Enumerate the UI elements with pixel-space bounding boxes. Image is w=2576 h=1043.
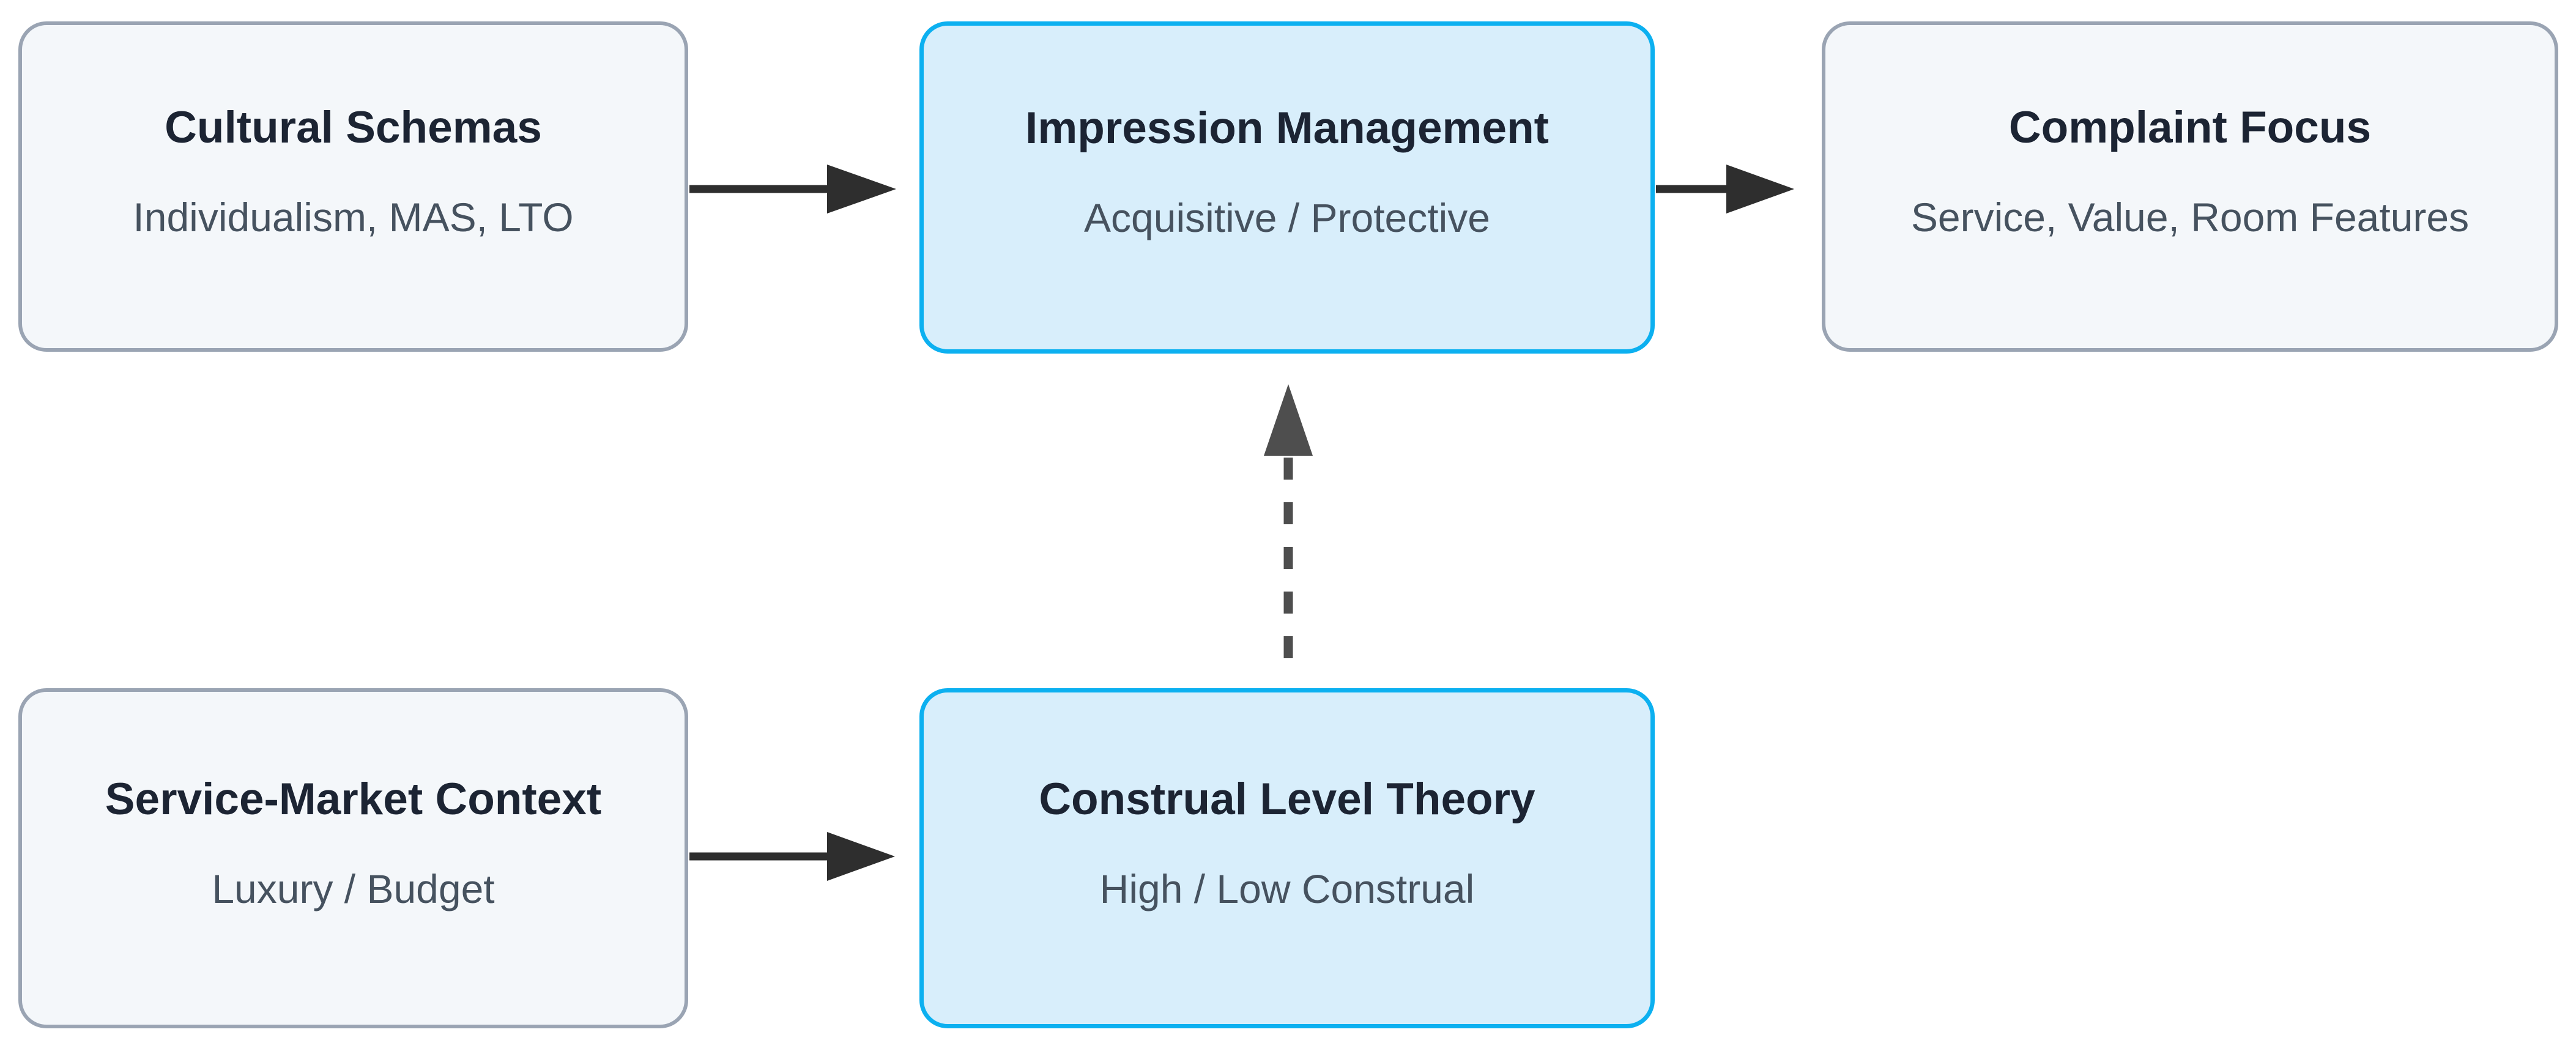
node-impression-management-title: Impression Management xyxy=(1025,103,1549,154)
node-construal-level-theory: Construal Level Theory High / Low Constr… xyxy=(919,688,1655,1028)
arrow-impression-to-complaint xyxy=(1656,165,1794,213)
node-construal-level-theory-subtitle: High / Low Construal xyxy=(1099,866,1475,911)
node-construal-level-theory-title: Construal Level Theory xyxy=(1039,774,1535,824)
node-impression-management-subtitle: Acquisitive / Protective xyxy=(1084,195,1490,241)
arrow-cultural-to-impression xyxy=(689,165,896,213)
node-service-market-context-title: Service-Market Context xyxy=(105,774,602,824)
node-complaint-focus-subtitle: Service, Value, Room Features xyxy=(1910,194,2470,240)
arrow-construal-to-impression-dashed xyxy=(1264,384,1313,658)
node-complaint-focus-title: Complaint Focus xyxy=(2008,102,2372,152)
arrow-servicemarket-to-construal xyxy=(689,832,895,881)
node-service-market-context: Service-Market Context Luxury / Budget xyxy=(18,688,688,1028)
node-cultural-schemas-title: Cultural Schemas xyxy=(165,102,542,152)
node-cultural-schemas: Cultural Schemas Individualism, MAS, LTO xyxy=(18,21,688,352)
node-cultural-schemas-subtitle: Individualism, MAS, LTO xyxy=(133,194,574,240)
node-impression-management: Impression Management Acquisitive / Prot… xyxy=(919,21,1655,354)
node-service-market-context-subtitle: Luxury / Budget xyxy=(212,866,495,911)
node-complaint-focus: Complaint Focus Service, Value, Room Fea… xyxy=(1822,21,2558,352)
